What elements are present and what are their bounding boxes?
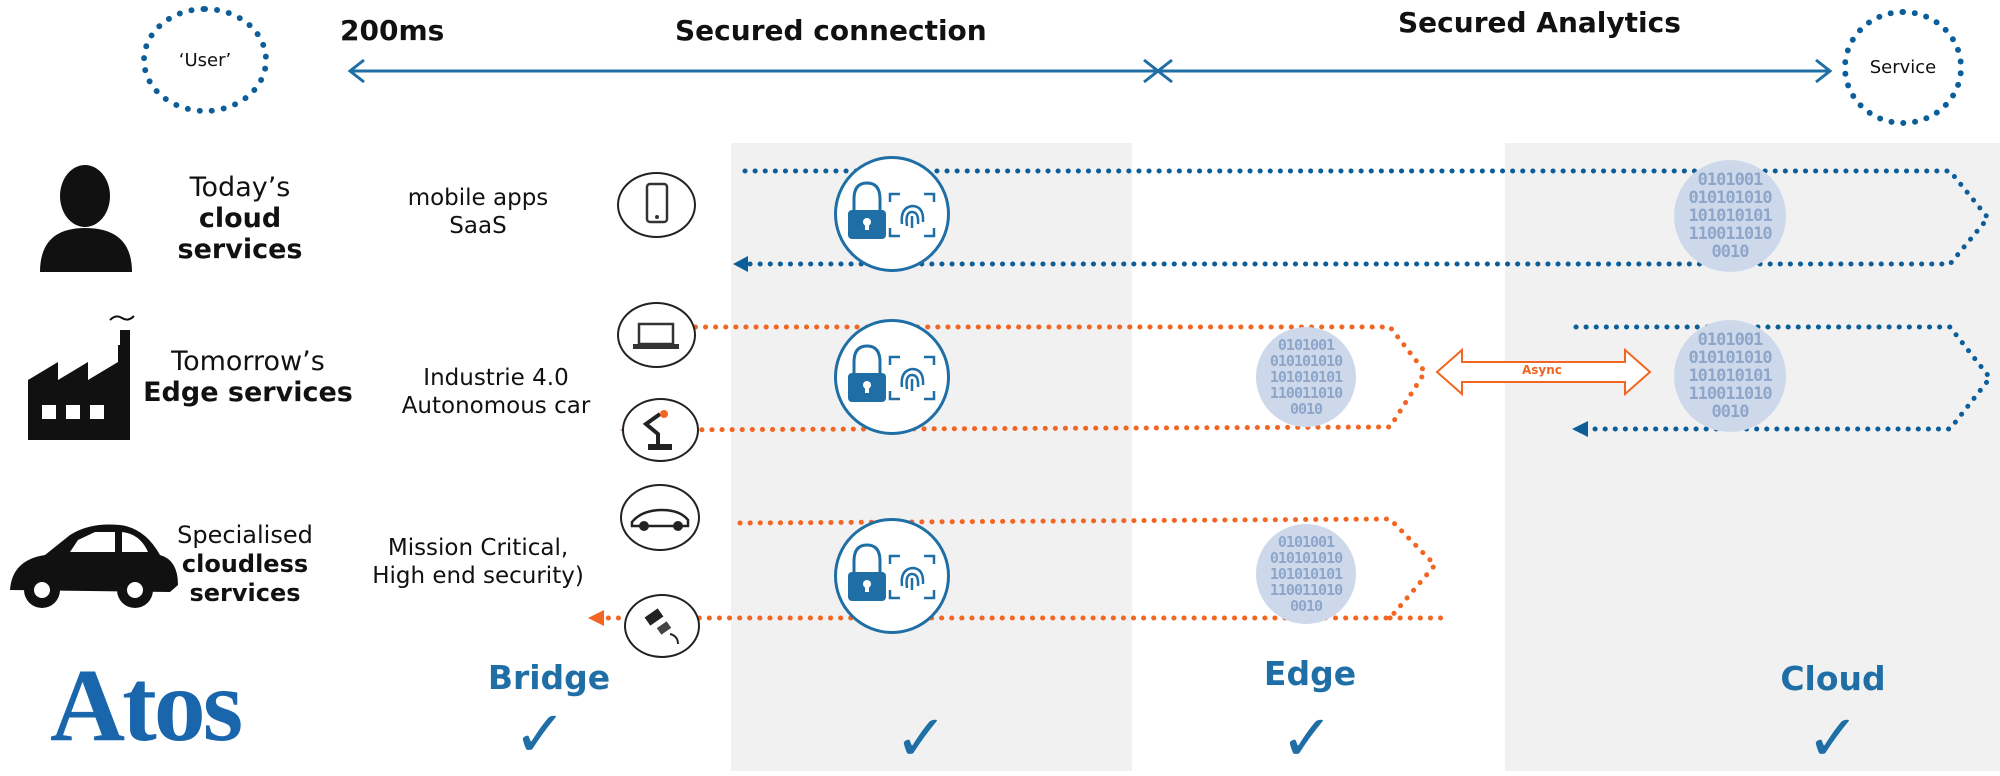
binary-data-icon-edge-row3: 0101001 010101010 101010101 110011010 00… (1256, 524, 1356, 624)
row2-line1: Tomorrow’s (171, 346, 325, 377)
binary-data-icon-cloud-row1: 0101001 010101010 101010101 110011010 00… (1674, 160, 1786, 272)
factory-icon (28, 315, 135, 440)
use-case-cloudless: Mission Critical, High end security) (360, 534, 596, 590)
row-label-edge-services: Tomorrow’s Edge services (142, 346, 354, 408)
binary-text: 0101001 010101010 101010101 110011010 00… (1688, 170, 1772, 262)
edge-check-icon: ✓ (1280, 702, 1334, 776)
use-case-cloudless-line1: Mission Critical, (387, 535, 569, 561)
cloud-flow-loop (742, 168, 1992, 267)
cloudless-flow-loop (597, 516, 1453, 621)
row3-line2: cloudless (181, 550, 309, 578)
user-label: ‘User’ (178, 49, 232, 71)
use-case-cloudless-line2: High end security) (372, 563, 584, 589)
column-label-bridge: Bridge (487, 658, 611, 697)
secured-connection-title: Secured connection (675, 14, 987, 47)
row3-line3: services (189, 579, 301, 607)
row3-line1: Specialised (177, 521, 313, 549)
user-node: ‘User’ (141, 6, 269, 114)
column-label-cloud: Cloud (1780, 659, 1886, 698)
person-icon (40, 165, 132, 272)
edge-flow-loop (632, 324, 1429, 433)
use-case-edge: Industrie 4.0 Autonomous car (386, 364, 606, 420)
car-icon (10, 524, 178, 608)
use-case-edge-line1: Industrie 4.0 (423, 365, 569, 391)
bridge-check-icon: ✓ (513, 698, 567, 772)
timeline-arrow (347, 58, 1833, 84)
row1-line2: cloud (198, 203, 282, 234)
sports-car-icon (620, 484, 700, 551)
binary-text: 0101001 010101010 101010101 110011010 00… (1269, 336, 1343, 418)
use-case-edge-line2: Autonomous car (401, 393, 591, 419)
smartphone-icon (617, 172, 696, 238)
atos-logo: Atos (50, 648, 243, 763)
binary-text: 0101001 010101010 101010101 110011010 00… (1269, 533, 1343, 615)
use-case-cloud: mobile apps SaaS (380, 184, 576, 240)
latency-label: 200ms (340, 14, 445, 47)
binary-data-icon-cloud-row2: 0101001 010101010 101010101 110011010 00… (1674, 320, 1786, 432)
robot-arm-icon (622, 398, 699, 462)
row-label-cloudless-services: Specialised cloudless services (160, 521, 330, 608)
cloud-check-icon: ✓ (1806, 702, 1860, 776)
cloud-flow-arrowhead (733, 256, 748, 272)
row2-line2: Edge services (143, 377, 353, 408)
cloud-async-arrowhead (1572, 421, 1588, 437)
row-label-cloud-services: Today’s cloud services (160, 172, 320, 265)
async-label: Async (1522, 363, 1562, 377)
column-label-edge: Edge (1263, 654, 1357, 693)
row1-line1: Today’s (189, 172, 291, 203)
use-case-cloud-line2: SaaS (449, 213, 507, 239)
service-node: Service (1842, 9, 1964, 126)
row1-line3: services (177, 234, 303, 265)
secured-connection-check-icon: ✓ (894, 702, 948, 776)
cloudless-flow-arrowhead (588, 610, 604, 626)
binary-data-icon-edge-row2: 0101001 010101010 101010101 110011010 00… (1256, 327, 1356, 427)
secured-analytics-title: Secured Analytics (1398, 6, 1681, 39)
binary-text: 0101001 010101010 101010101 110011010 00… (1688, 330, 1772, 422)
satellite-icon (624, 594, 700, 658)
use-case-cloud-line1: mobile apps (407, 185, 549, 211)
async-arrow (1435, 347, 1652, 397)
laptop-icon (617, 302, 696, 368)
service-label: Service (1869, 57, 1937, 78)
